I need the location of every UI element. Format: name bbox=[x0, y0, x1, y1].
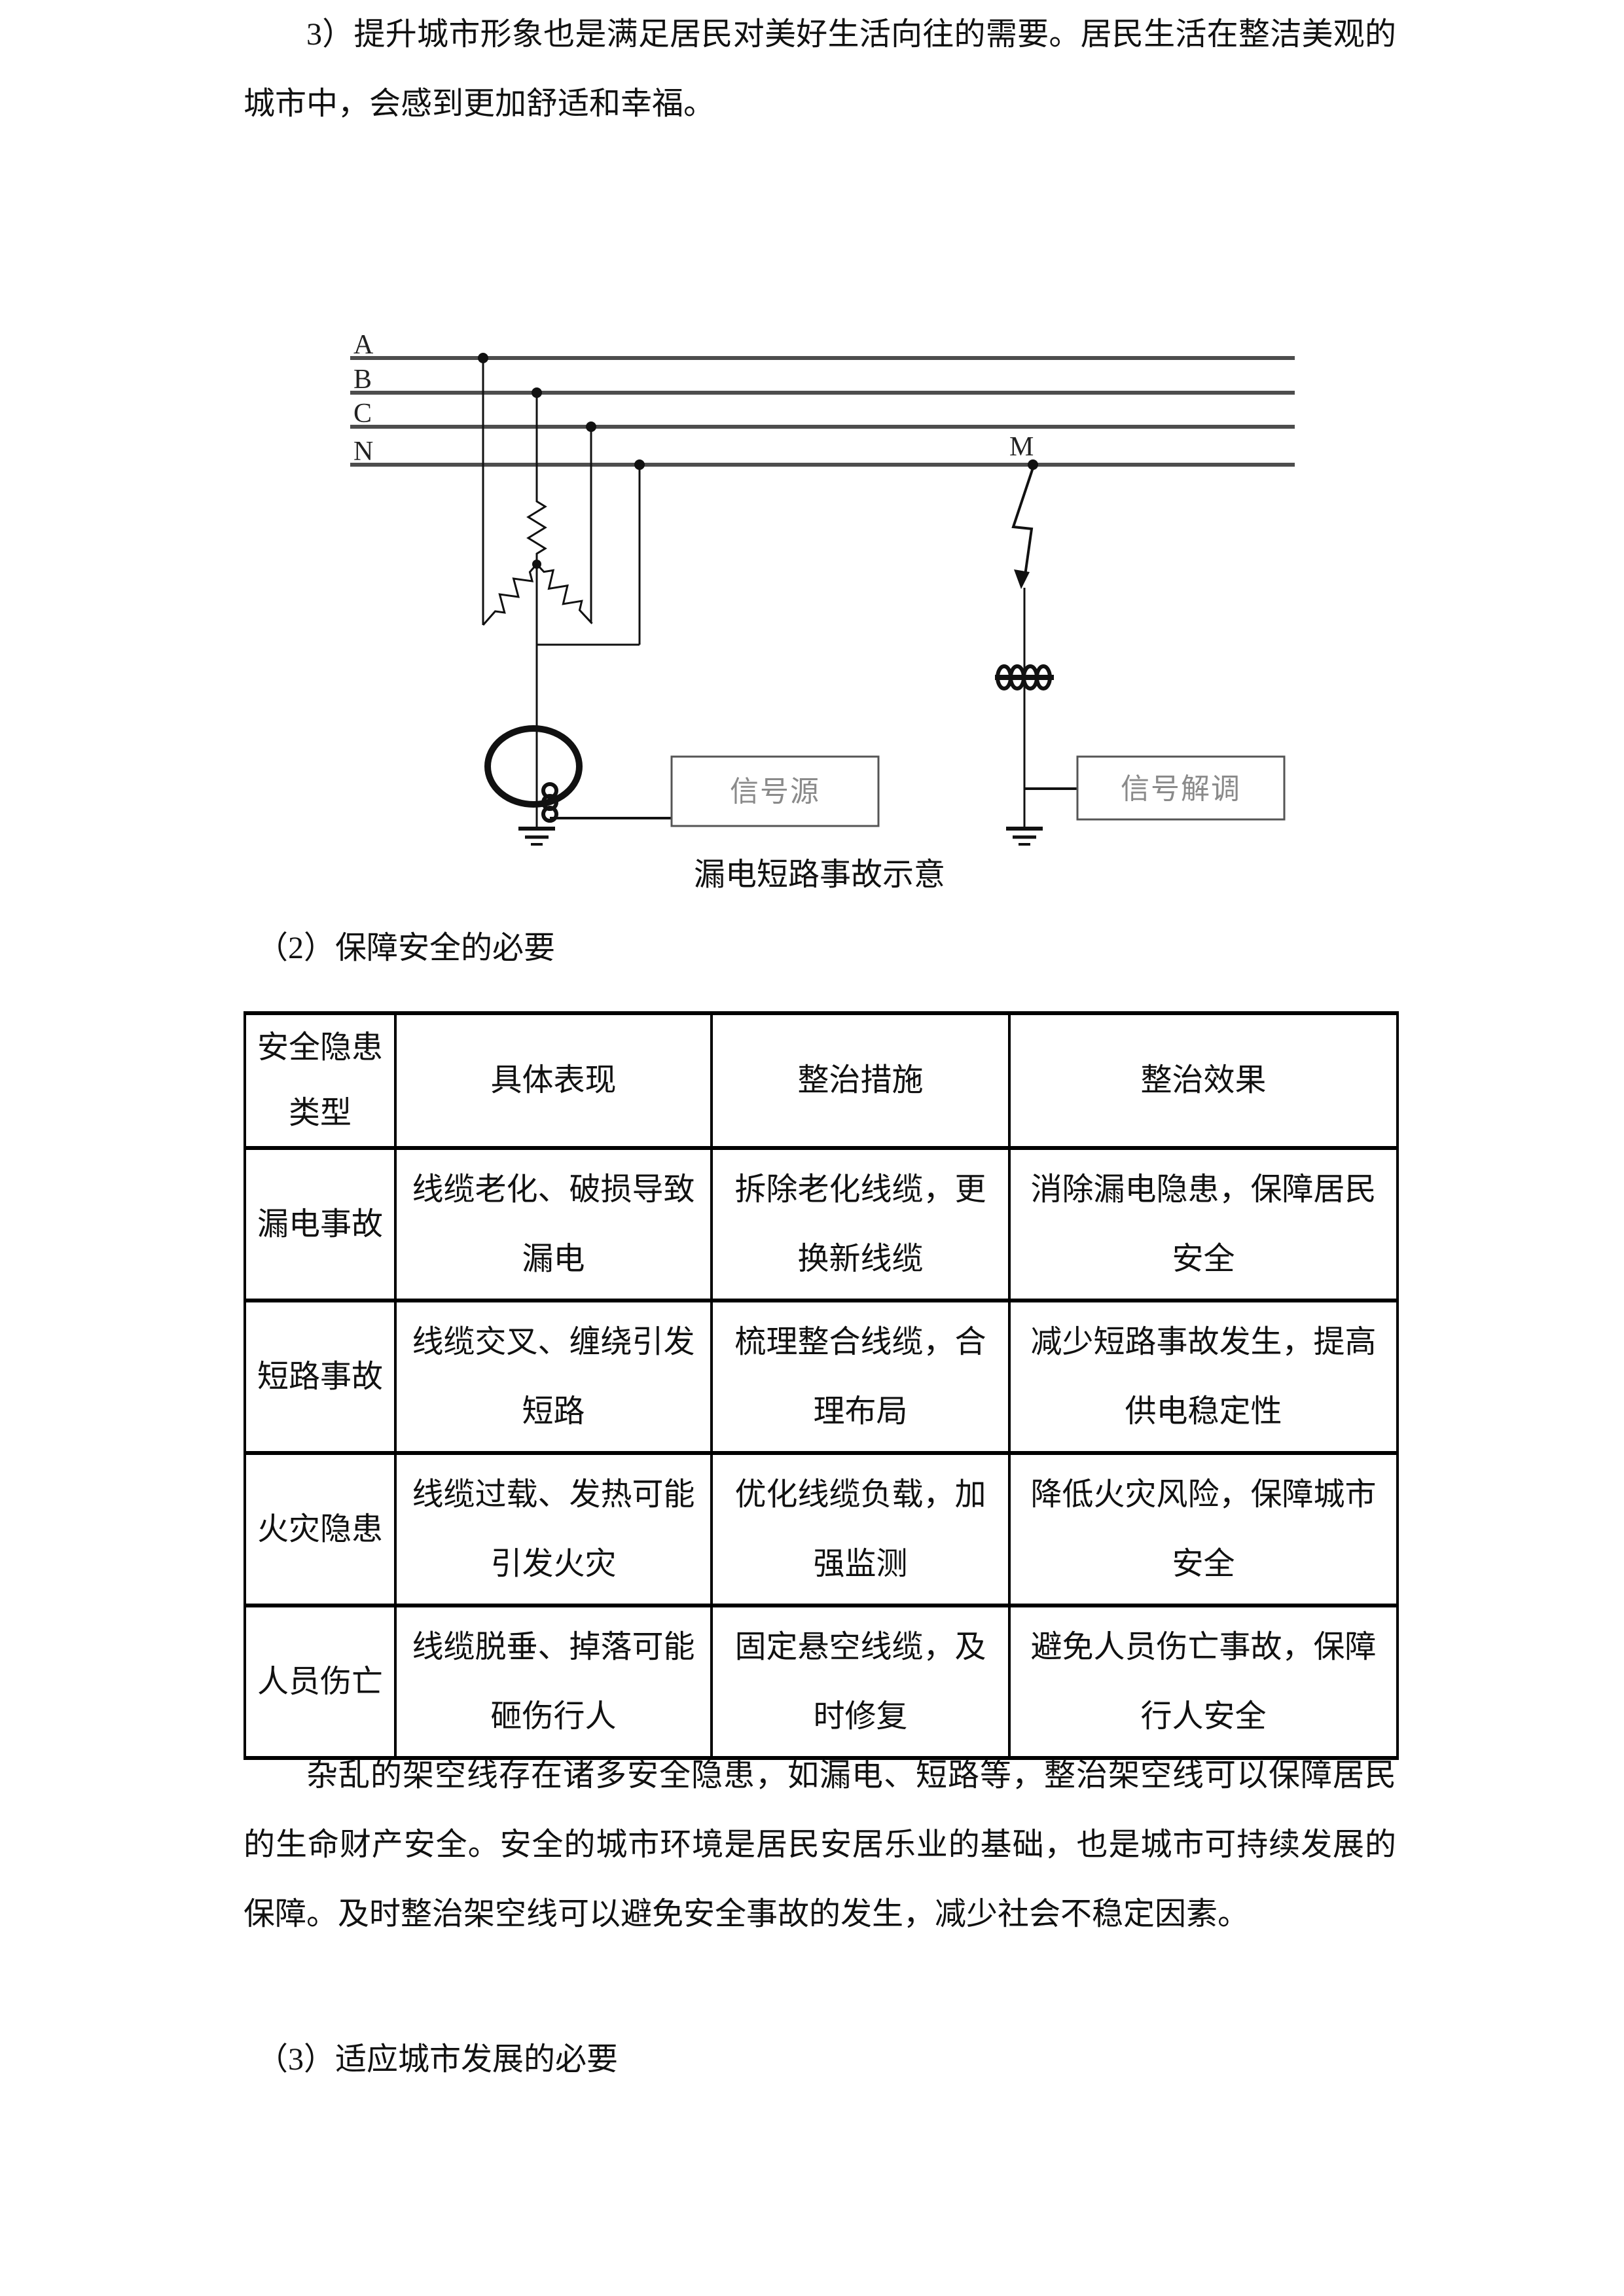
table-cell: 降低火灾风险，保障城市安全 bbox=[1008, 1451, 1399, 1607]
leakage-short-circuit-figure: A B C N M bbox=[340, 327, 1303, 892]
signal-source-label: 信号源 bbox=[730, 776, 820, 808]
lightning-arrowhead bbox=[1014, 569, 1030, 589]
resistor-diagonal-left bbox=[476, 558, 544, 632]
paragraph-city-image: 3）提升城市形象也是满足居民对美好生活向往的需要。居民生活在整洁美观的城市中，会… bbox=[244, 17, 1396, 121]
coupling-coil bbox=[995, 664, 1054, 691]
table-cell: 线缆老化、破损导致漏电 bbox=[394, 1146, 713, 1302]
signal-demodulator-box bbox=[1076, 755, 1286, 821]
table-cell: 减少短路事故发生，提高供电稳定性 bbox=[1008, 1299, 1399, 1455]
header-hazard-type: 安全隐患类型 bbox=[244, 1011, 397, 1150]
section-3-heading: （3）适应城市发展的必要 bbox=[257, 2042, 619, 2077]
table-cell: 固定悬空线缆，及时修复 bbox=[710, 1604, 1011, 1760]
fault-lightning-bolt bbox=[1011, 467, 1034, 581]
table-cell: 人员伤亡 bbox=[244, 1604, 397, 1760]
bus-label-n: N bbox=[353, 437, 373, 467]
signal-source-box bbox=[670, 755, 880, 827]
table-cell: 优化线缆负载，加强监测 bbox=[710, 1451, 1011, 1607]
resistor-vertical bbox=[526, 491, 547, 564]
bus-label-a: A bbox=[353, 330, 374, 360]
header-effects: 整治效果 bbox=[1008, 1011, 1399, 1150]
table-cell: 线缆交叉、缠绕引发短路 bbox=[394, 1299, 713, 1455]
leakage-branch bbox=[482, 358, 641, 829]
table-row: 短路事故 线缆交叉、缠绕引发短路 梳理整合线缆，合理布局 减少短路事故发生，提高… bbox=[244, 1299, 1399, 1455]
bus-label-c: C bbox=[353, 399, 372, 429]
section-2-heading: （2）保障安全的必要 bbox=[257, 931, 556, 965]
table-cell: 消除漏电隐患，保障居民安全 bbox=[1008, 1146, 1399, 1302]
current-transformer-ring bbox=[484, 725, 583, 808]
table-row: 火灾隐患 线缆过载、发热可能引发火灾 优化线缆负载，加强监测 降低火灾风险，保障… bbox=[244, 1451, 1399, 1607]
table-cell: 线缆脱垂、掉落可能砸伤行人 bbox=[394, 1604, 713, 1760]
paragraph-safety: 杂乱的架空线存在诸多安全隐患，如漏电、短路等，整治架空线可以保障居民的生命财产安… bbox=[244, 1758, 1396, 1931]
table-header-row: 安全隐患类型 具体表现 整治措施 整治效果 bbox=[244, 1011, 1399, 1150]
ground-symbol-left bbox=[518, 827, 555, 846]
header-manifestation: 具体表现 bbox=[394, 1011, 713, 1150]
table-cell: 拆除老化线缆，更换新线缆 bbox=[710, 1146, 1011, 1302]
table-cell: 短路事故 bbox=[244, 1299, 397, 1455]
table-cell: 梳理整合线缆，合理布局 bbox=[710, 1299, 1011, 1455]
table-cell: 线缆过载、发热可能引发火灾 bbox=[394, 1451, 713, 1607]
pickup-coil bbox=[541, 782, 558, 823]
signal-demodulator-label: 信号解调 bbox=[1121, 773, 1241, 805]
table-cell: 漏电事故 bbox=[244, 1146, 397, 1302]
leakage-short-circuit-diagram: A B C N M bbox=[350, 330, 1295, 892]
table-cell: 火灾隐患 bbox=[244, 1451, 397, 1607]
power-bus-lines bbox=[350, 356, 1295, 467]
header-measures: 整治措施 bbox=[710, 1011, 1011, 1150]
fault-point-label-m: M bbox=[1009, 432, 1034, 462]
connection-dots bbox=[478, 353, 1038, 569]
ground-symbol-right bbox=[1006, 827, 1043, 846]
figure-caption: 漏电短路事故示意 bbox=[694, 857, 945, 890]
safety-hazard-table: 安全隐患类型 具体表现 整治措施 整治效果 漏电事故 线缆老化、破损导致漏电 拆… bbox=[244, 1011, 1399, 1760]
table-row: 漏电事故 线缆老化、破损导致漏电 拆除老化线缆，更换新线缆 消除漏电隐患，保障居… bbox=[244, 1146, 1399, 1302]
table-cell: 避免人员伤亡事故，保障行人安全 bbox=[1008, 1604, 1399, 1760]
table-row: 人员伤亡 线缆脱垂、掉落可能砸伤行人 固定悬空线缆，及时修复 避免人员伤亡事故，… bbox=[244, 1604, 1399, 1760]
bus-label-b: B bbox=[353, 365, 372, 395]
resistor-diagonal-right bbox=[530, 558, 599, 630]
